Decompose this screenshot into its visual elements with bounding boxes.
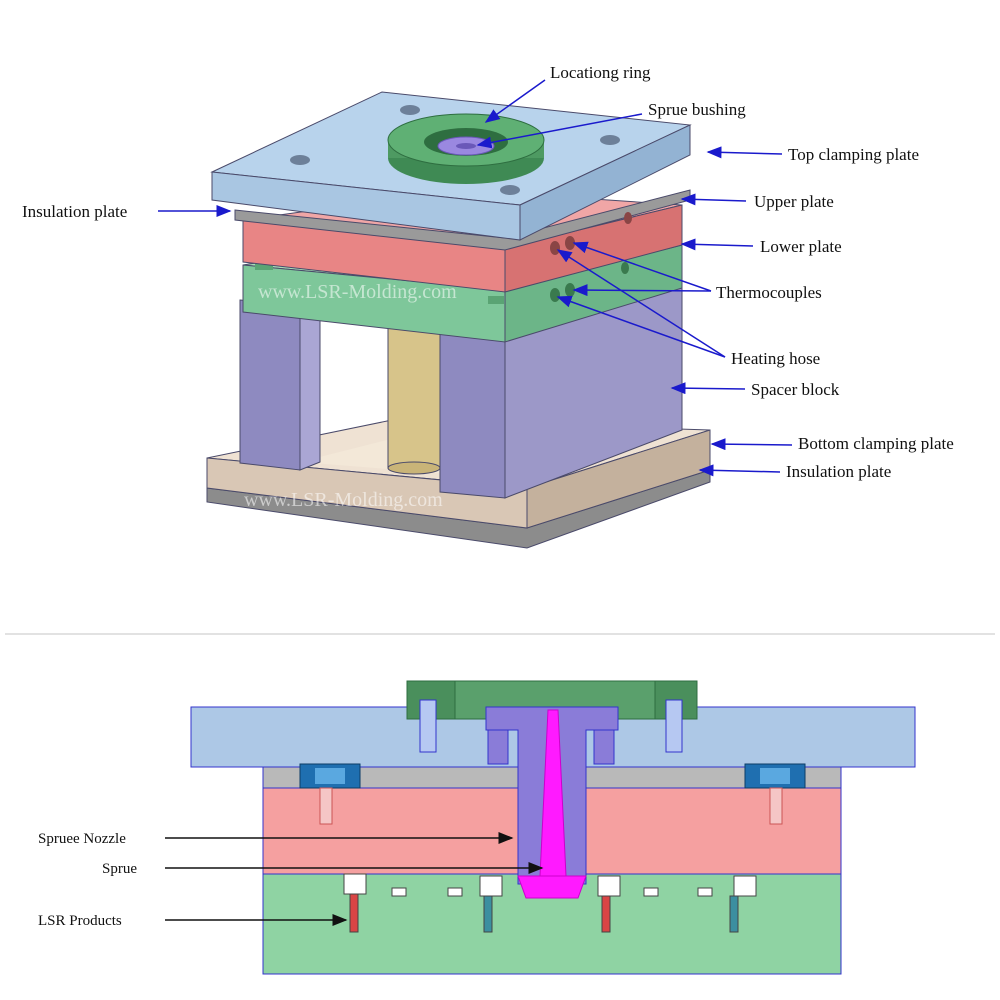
section-view-callouts: Spruee Nozzle Sprue LSR Products [38, 831, 544, 929]
arrow-spacer-block [670, 382, 746, 395]
mold-section-view [190, 680, 916, 975]
arrow-heating-hose-1 [556, 249, 726, 358]
mold-3d-view: www.LSR-Molding.com www.LSR-Molding.com [206, 91, 711, 549]
support-pillar [387, 319, 441, 475]
watermark: www.LSR-Molding.com [244, 489, 443, 511]
label-heating-hose: Heating hose [731, 349, 820, 368]
label-spacer-block: Spacer block [751, 380, 840, 399]
label-lower-plate: Lower plate [760, 237, 842, 256]
label-sprue-bushing: Sprue bushing [648, 100, 746, 119]
arrow-thermocouples-2 [572, 284, 712, 297]
label-top-clamping-plate: Top clamping plate [788, 145, 919, 164]
section-connectors [299, 763, 806, 825]
sprue-bushing [437, 136, 495, 156]
label-sprue: Sprue [102, 861, 137, 877]
arrow-locating-ring [484, 79, 546, 123]
arrow-upper-plate [680, 193, 747, 206]
label-spruee-nozzle: Spruee Nozzle [38, 831, 126, 847]
spacer-block-right [439, 284, 683, 499]
arrow-insulation-plate-bottom [698, 464, 781, 477]
label-thermocouples: Thermocouples [716, 283, 822, 302]
arrow-bottom-clamping-plate [710, 438, 793, 451]
label-bottom-clamping-plate: Bottom clamping plate [798, 434, 954, 453]
spacer-block-left [239, 299, 321, 471]
lsr-products [343, 873, 757, 933]
label-insulation-plate-top: Insulation plate [22, 202, 127, 221]
label-lsr-products: LSR Products [38, 913, 122, 929]
arrow-thermocouples-1 [572, 241, 712, 292]
arrow-heating-hose-2 [556, 295, 726, 358]
arrow-sprue-bushing [476, 113, 643, 149]
label-locating-ring: Locationg ring [550, 63, 651, 82]
label-insulation-plate-bottom: Insulation plate [786, 462, 891, 481]
label-upper-plate: Upper plate [754, 192, 834, 211]
arrow-top-clamping-plate [706, 146, 783, 159]
arrow-lower-plate [680, 238, 754, 251]
watermark: www.LSR-Molding.com [258, 281, 457, 303]
top-view-callouts: Locationg ring Sprue bushing Top clampin… [22, 63, 954, 481]
sprue-runner [517, 875, 587, 899]
